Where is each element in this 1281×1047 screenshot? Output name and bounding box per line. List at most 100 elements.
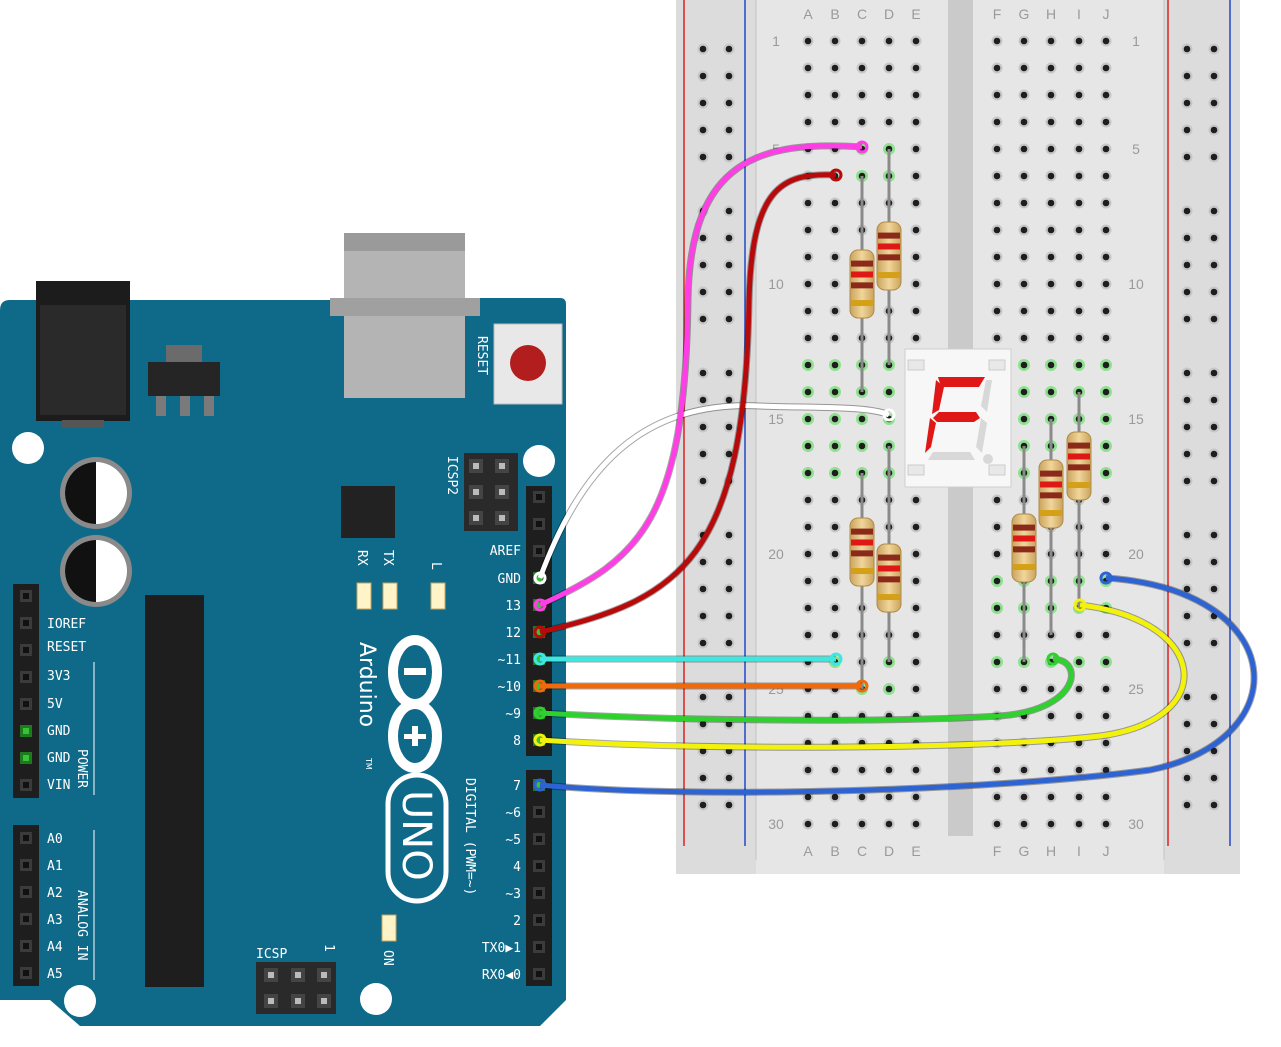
breadboard-hole-center [804,442,812,450]
breadboard-hole-center [1102,388,1110,396]
segment-f [932,380,944,414]
breadboard-hole-center [858,91,866,99]
power-pin-label: VIN [47,778,70,793]
mounting-hole [523,445,555,477]
breadboard-hole-center [1075,280,1083,288]
rail-hole-center [1210,234,1218,242]
breadboard-hole-center [993,793,1001,801]
power-pin-label: 5V [47,697,63,712]
breadboard-hole-center [858,118,866,126]
wire-9[interactable] [539,656,1074,723]
icsp2-pin-center [473,463,479,469]
wire-endpoint [533,778,547,792]
breadboard-hole-center [1075,172,1083,180]
breadboard-hole-center [993,577,1001,585]
jumper-wires [533,140,1258,796]
breadboard-hole-center [1047,712,1055,720]
analog-pin-label: A2 [47,886,63,901]
digital-header-bottom[interactable] [526,770,552,986]
column-letter-label: D [884,843,894,859]
microcontroller-chip [145,595,204,987]
resistor[interactable] [849,473,875,689]
breadboard-hole-center [1020,820,1028,828]
breadboard-hole-center [993,334,1001,342]
rail-hole-center [1183,693,1191,701]
wire-endpoint [855,679,869,693]
breadboard-hole-center [993,307,1001,315]
breadboard-hole-center [831,712,839,720]
resistor[interactable] [1066,392,1092,608]
wire-13[interactable] [538,143,863,608]
icsp2-pin-center [499,515,505,521]
resistor[interactable] [1011,446,1037,662]
header-pin-center [536,809,542,815]
tx-led [382,582,398,610]
breadboard-hole-center [831,334,839,342]
wire-endpoint [533,679,547,693]
breadboard-hole-center [993,820,1001,828]
rail-hole-center [725,612,733,620]
rail-hole-center [1210,747,1218,755]
rail-hole-center [1210,477,1218,485]
resistor[interactable] [1038,419,1064,635]
power-pin-label: RESET [47,640,86,655]
mounting-hole [12,432,44,464]
breadboard-hole-center [1075,91,1083,99]
wire-gnd[interactable] [537,403,891,579]
breadboard-hole-center [993,685,1001,693]
rail-hole-center [725,45,733,53]
rail-hole-center [699,126,707,134]
breadboard-hole-center [912,685,920,693]
rail-hole-center [1183,423,1191,431]
breadboard-hole-center [885,37,893,45]
rail-hole-center [725,801,733,809]
rail-hole-center [1210,288,1218,296]
rail-hole-center [725,72,733,80]
column-letter-label: A [803,843,813,859]
segment-b [981,380,992,412]
breadboard-hole-center [1047,172,1055,180]
breadboard-hole-center [804,469,812,477]
column-letter-label: I [1077,6,1081,22]
rail-hole-center [1183,369,1191,377]
column-letter-label: E [911,6,920,22]
mounting-hole [360,983,392,1015]
rail-hole-center [1183,234,1191,242]
breadboard-hole-center [804,334,812,342]
rail-hole-center [1183,288,1191,296]
analog-header[interactable] [13,825,39,986]
usb-port-edge [344,233,465,251]
breadboard-hole-center [1020,145,1028,153]
breadboard-hole-center [1020,118,1028,126]
wire-endpoint [533,733,547,747]
reset-button-cap[interactable] [510,345,546,381]
breadboard-hole-center [1047,361,1055,369]
breadboard-hole-center [831,604,839,612]
header-pin-center [536,548,542,554]
wire-endpoint [829,168,843,182]
voltage-regulator [148,362,220,396]
resistor[interactable] [849,176,875,392]
digital-pin-label: GND [498,572,522,587]
segment-g [933,412,980,422]
resistor[interactable] [876,446,902,662]
power-header[interactable] [13,584,39,798]
row-number-label: 20 [768,546,784,562]
wire-7[interactable] [539,575,1257,795]
breadboard-hole-center [1075,793,1083,801]
breadboard-hole-center [1102,361,1110,369]
wire-8[interactable] [539,602,1187,750]
resistors [849,149,1092,689]
rail-hole-center [699,477,707,485]
header-pin-center [23,835,29,841]
breadboard-hole-center [1102,307,1110,315]
breadboard-hole-center [804,199,812,207]
column-letter-label: F [993,843,1002,859]
rail-hole-center [1210,531,1218,539]
resistor[interactable] [876,149,902,365]
column-letter-label: B [830,843,839,859]
rail-hole-center [1183,612,1191,620]
wire-12[interactable] [539,172,837,635]
breadboard-hole-center [1102,145,1110,153]
breadboard-hole-center [1102,820,1110,828]
